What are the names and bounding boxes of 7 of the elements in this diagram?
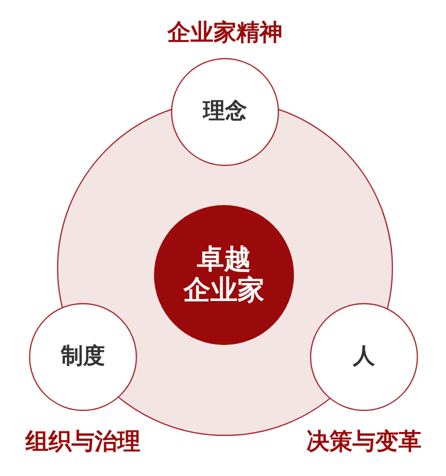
heading-label: 组织与治理 [26, 429, 140, 455]
circle-label: 理念 [203, 99, 247, 125]
heading-label: 企业家精神 [168, 20, 282, 46]
circle-label: 制度 [61, 344, 105, 370]
heading-label: 决策与变革 [306, 429, 422, 455]
center-label: 卓越企业家 [182, 244, 266, 306]
circle-label: 人 [353, 344, 375, 370]
